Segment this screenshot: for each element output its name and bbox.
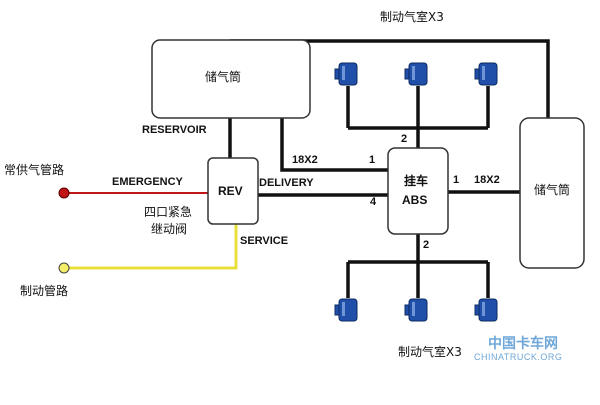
pipe-top-reservoir-link (230, 39, 550, 118)
rev-label: REV (218, 184, 243, 198)
brake-line-port (58, 262, 70, 274)
service-label: SERVICE (240, 235, 289, 247)
abs-module-box (387, 147, 449, 235)
port-1-right-label: 1 (453, 174, 460, 186)
supply-line-label: 常供气管路 (4, 163, 65, 177)
reservoir-port-label: RESERVOIR (142, 124, 207, 136)
right-reservoir-box (519, 117, 585, 269)
rev-valve-box (207, 157, 259, 225)
pipe-18x2-left (280, 118, 388, 172)
chamber-top-left-icon (334, 62, 358, 86)
brake-line-yellow (66, 224, 238, 270)
port-1-left-label: 1 (369, 154, 376, 166)
emergency-label: EMERGENCY (112, 176, 183, 188)
port-2-bottom-label: 2 (423, 239, 430, 251)
pipe-left-label: 18X2 (292, 154, 318, 166)
bottom-chamber-label: 制动气室X3 (398, 345, 462, 359)
top-chamber-label: 制动气室X3 (380, 10, 444, 24)
port-4-label: 4 (370, 196, 377, 208)
supply-line-port (58, 187, 70, 199)
port-2-top-label: 2 (401, 133, 408, 145)
chamber-top-right-icon (474, 62, 498, 86)
watermark-en: CHINATRUCK.ORG (474, 352, 563, 362)
pipe-right-label: 18X2 (474, 174, 500, 186)
chamber-bottom-left-icon (334, 298, 358, 322)
watermark-cn: 中国卡车网 (488, 336, 558, 352)
relay-valve-label-2: 继动阀 (151, 222, 188, 236)
relay-valve-label-1: 四口紧急 (144, 205, 193, 219)
delivery-label: DELIVERY (259, 177, 314, 189)
abs-label-line1: 挂车 (404, 174, 429, 188)
abs-label-line2: ABS (402, 193, 428, 207)
pipes (228, 39, 550, 298)
chamber-top-mid-icon (404, 62, 428, 86)
chamber-bottom-right-icon (474, 298, 498, 322)
left-reservoir-label: 储气筒 (205, 70, 242, 84)
chamber-group (334, 62, 498, 322)
left-reservoir-box (151, 39, 311, 119)
chamber-bottom-mid-icon (404, 298, 428, 322)
brake-line-label: 制动管路 (20, 284, 69, 298)
right-reservoir-label: 储气筒 (534, 183, 571, 197)
